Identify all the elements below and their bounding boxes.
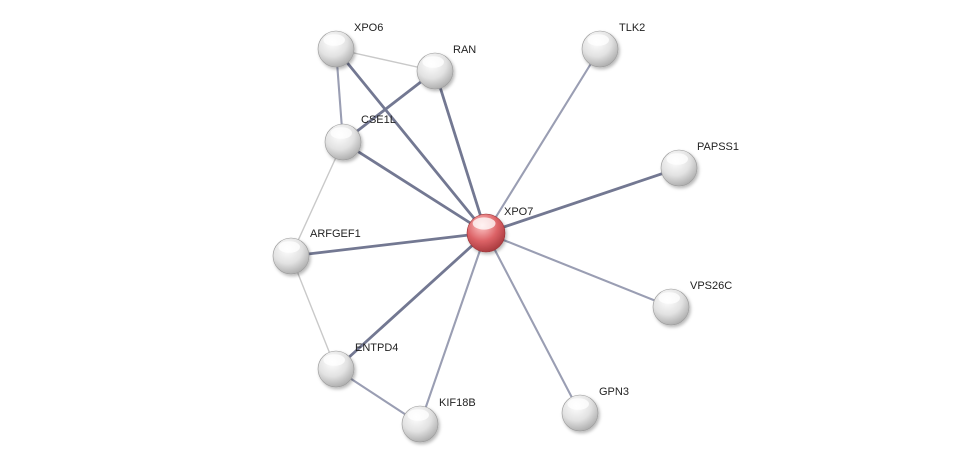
node-label-gpn3: GPN3 (599, 386, 629, 398)
node-label-vps26c: VPS26C (690, 280, 732, 292)
node-vps26c[interactable]: VPS26C (652, 280, 732, 326)
node-label-xpo6: XPO6 (354, 22, 383, 34)
node-label-xpo7: XPO7 (504, 206, 533, 218)
node-highlight-tlk2 (587, 34, 609, 46)
edge-xpo7-vps26c (484, 231, 673, 309)
node-highlight-xpo6 (323, 34, 346, 46)
node-highlight-kif18b (407, 409, 430, 421)
edge-xpo7-xpo6 (334, 47, 488, 235)
node-kif18b[interactable]: KIF18B (401, 397, 476, 443)
node-gpn3[interactable]: GPN3 (561, 386, 629, 432)
node-highlight-vps26c (658, 292, 680, 304)
node-label-papss1: PAPSS1 (697, 141, 739, 153)
edge-cse1l-arfgef1 (290, 141, 344, 257)
node-highlight-xpo7 (472, 217, 496, 230)
edge-xpo7-kif18b (418, 231, 488, 426)
edge-xpo7-entpd4 (334, 231, 488, 371)
node-label-tlk2: TLK2 (619, 22, 645, 34)
node-cse1l[interactable]: CSE1L (324, 114, 396, 161)
edge-xpo7-gpn3 (484, 231, 582, 415)
edge-xpo7-ran (433, 69, 488, 235)
node-highlight-arfgef1 (278, 241, 301, 253)
node-highlight-papss1 (666, 153, 688, 165)
node-label-entpd4: ENTPD4 (355, 342, 398, 354)
node-papss1[interactable]: PAPSS1 (660, 141, 739, 187)
node-ran[interactable]: RAN (416, 44, 476, 90)
edge-cse1l-ran (341, 69, 437, 144)
edge-arfgef1-entpd4 (290, 255, 337, 370)
node-xpo6[interactable]: XPO6 (317, 22, 383, 68)
edge-xpo7-papss1 (484, 166, 681, 235)
node-label-cse1l: CSE1L (361, 114, 396, 126)
node-arfgef1[interactable]: ARFGEF1 (272, 228, 361, 275)
node-tlk2[interactable]: TLK2 (581, 22, 645, 68)
node-highlight-ran (422, 56, 445, 68)
edge-xpo7-cse1l (341, 140, 488, 235)
node-entpd4[interactable]: ENTPD4 (317, 342, 398, 388)
node-highlight-entpd4 (323, 354, 346, 366)
node-label-kif18b: KIF18B (439, 397, 476, 409)
node-highlight-gpn3 (567, 398, 589, 410)
node-highlight-cse1l (330, 127, 353, 139)
node-label-ran: RAN (453, 44, 476, 56)
edge-xpo7-arfgef1 (289, 231, 488, 258)
edge-xpo7-tlk2 (484, 47, 602, 235)
node-label-arfgef1: ARFGEF1 (310, 228, 361, 240)
node-xpo7[interactable]: XPO7 (466, 206, 533, 253)
